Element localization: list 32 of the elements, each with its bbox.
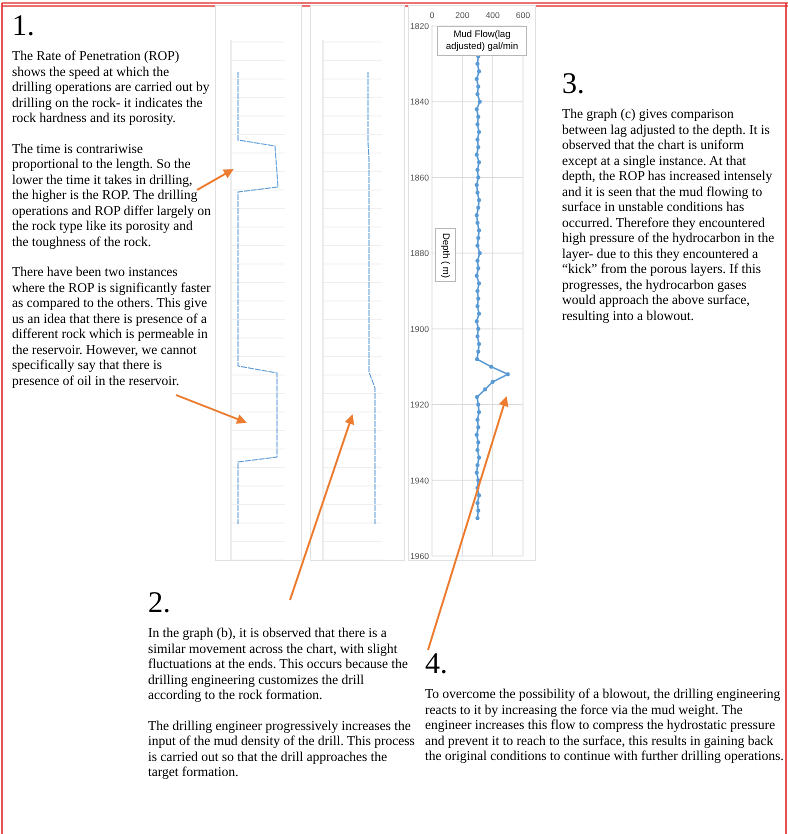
arrow [196, 169, 234, 191]
chart-panel [310, 5, 405, 561]
axis-tick-label: 200 [455, 10, 470, 20]
paragraph: The time is contrariwise proportional to the length. So the lower the time it takes in drilling, the higher is the ROP. The drilling operations and ROP differ largely on the rock type like its porosity and the toughness of the rock. [12, 140, 212, 249]
section-number: 1. [12, 10, 36, 42]
chart-panel [215, 5, 302, 561]
section-number: 2. [148, 587, 172, 619]
paragraph: The Rate of Penetration (ROP) shows the speed at which the drilling operations are carried out by drilling on the rock- it indicates the rock hardness and its porosity. [12, 48, 211, 126]
axis-tick-label: 0 [430, 10, 434, 20]
axis-title: Depth ( m) [435, 228, 456, 282]
axis-tick-label: 1940 [410, 475, 429, 486]
arrow [176, 394, 247, 424]
axis-tick-label: 1860 [410, 172, 429, 182]
arrow [289, 414, 354, 600]
section-number: 4. [425, 648, 448, 680]
paragraph: The graph (c) gives comparison between lag adjusted to the depth. It is observed that the chart is uniform except at a single instance. At that depth, the ROP has increased intensely and it is seen that the mud flowing to surface in unstable conditions has occurred. Therefore they encountered high pressure of the hydrocarbon in the layer- due to this they encountered a “kick” from the porous layers. If this progresses, the hydrocarbon gases would approach the above surface, resulting into a blowout. [562, 106, 776, 323]
axis-tick-label: 1960 [410, 551, 429, 560]
arrow [427, 396, 508, 650]
section-number: 3. [562, 68, 586, 100]
axis-tick-label: 1840 [410, 96, 429, 107]
paragraph: The drilling engineer progressively increases the input of the mud density of the drill. This process is carried out so that the drill approaches the target formation. [148, 718, 416, 780]
chart-panel [408, 5, 536, 561]
axis-tick-label: 400 [486, 10, 500, 20]
axis-tick-label: 1920 [410, 400, 429, 410]
legend-label: Mud Flow(lag adjusted) gal/min [437, 26, 527, 56]
paragraph: There have been two instances where the ROP is significantly faster as compared to the others. This give us an idea that there is presence of a different rock which is permeable in the reservoir. However, we cannot specifically say that there is presence of oil in the reservoir. [12, 264, 212, 388]
axis-tick-label: 600 [516, 10, 530, 20]
paragraph: In the graph (b), it is observed that there is a similar movement across the chart, with slight fluctuations at the ends. This occurs because the drilling engineering customizes the drill according to the rock formation. [148, 625, 409, 702]
axis-tick-label: 1880 [410, 248, 429, 258]
axis-tick-label: 1820 [410, 21, 429, 31]
axis-tick-label: 1900 [410, 324, 429, 334]
paragraph: To overcome the possibility of a blowout, the drilling engineering reacts to it by increasing the force via the mud weight. The engineer increases this flow to compress the hydrostatic pressure and prevent it to reach to the surface, this results in gaining back the original conditions to continue with further drilling operations. [425, 686, 785, 764]
